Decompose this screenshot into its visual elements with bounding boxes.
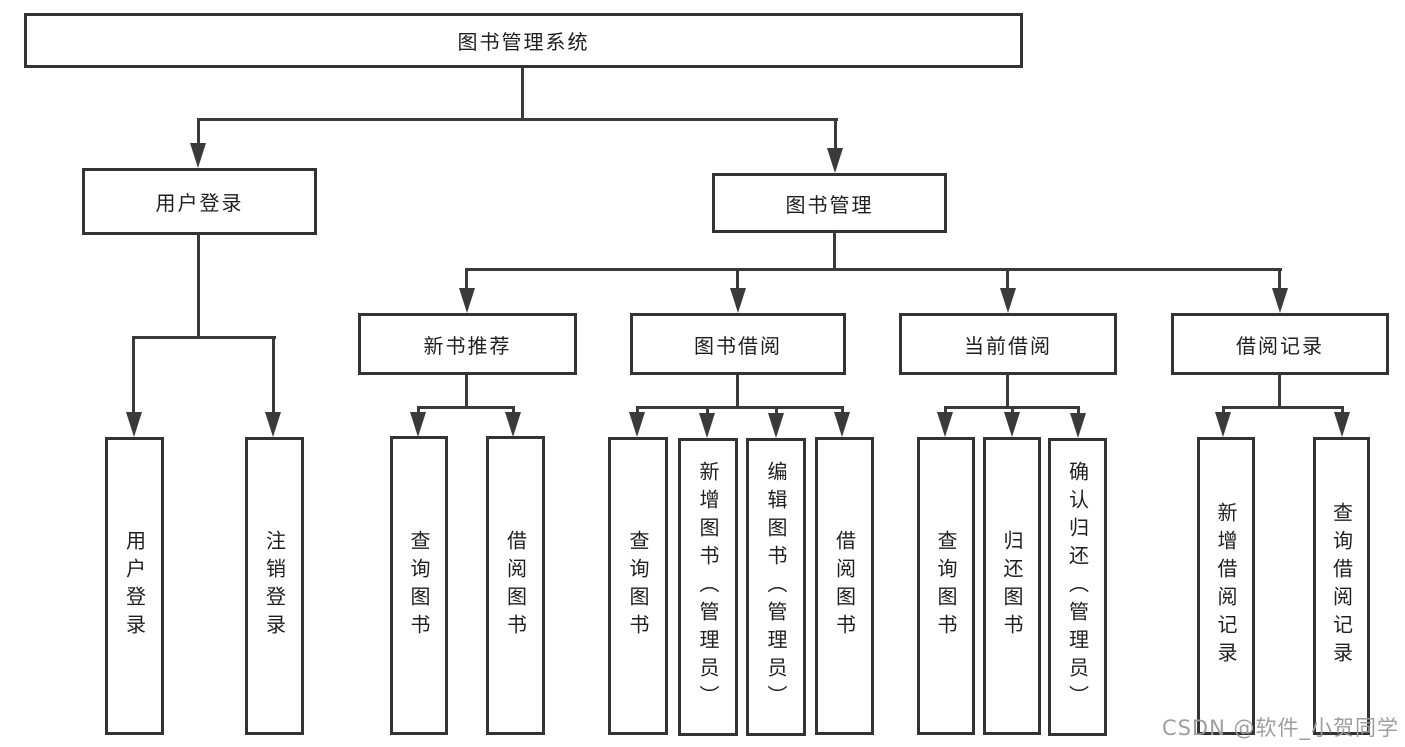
connector-line bbox=[465, 268, 468, 291]
leaf-edit-book-admin: 编辑图书（管理员） bbox=[746, 438, 806, 736]
leaf-add-book-admin: 新增图书（管理员） bbox=[678, 438, 738, 736]
connector-line bbox=[465, 375, 468, 409]
node-label: 图书借阅 bbox=[694, 333, 782, 358]
arrow-down bbox=[1070, 413, 1086, 438]
connector-line bbox=[706, 406, 709, 415]
connector-line bbox=[1006, 375, 1009, 409]
connector-line bbox=[736, 375, 739, 409]
leaf-borrow-books-recommend: 借阅图书 bbox=[486, 436, 545, 735]
connector-line bbox=[736, 268, 739, 291]
node-label: 新书推荐 bbox=[423, 333, 512, 358]
connector-line bbox=[834, 118, 837, 151]
arrow-down bbox=[190, 143, 206, 168]
node-user-login-branch: 用户登录 bbox=[82, 168, 317, 235]
node-label: 新增图书（管理员） bbox=[696, 461, 720, 713]
node-label: 查询图书 bbox=[626, 530, 650, 642]
arrow-down bbox=[834, 412, 850, 437]
connector-line bbox=[466, 268, 1282, 271]
leaf-logout: 注销登录 bbox=[245, 437, 304, 735]
node-label: 当前借阅 bbox=[964, 333, 1052, 358]
arrow-down bbox=[505, 412, 521, 437]
node-label: 用户登录 bbox=[155, 191, 244, 215]
arrow-down bbox=[1334, 412, 1350, 437]
csdn-watermark: CSDN @软件_小贺同学 bbox=[1161, 716, 1399, 740]
leaf-user-login: 用户登录 bbox=[105, 437, 164, 735]
connector-line bbox=[636, 406, 844, 409]
leaf-query-books-current: 查询图书 bbox=[917, 437, 975, 735]
arrow-down bbox=[265, 412, 281, 437]
arrow-down bbox=[937, 412, 953, 437]
connector-line bbox=[1278, 268, 1281, 291]
node-book-management: 图书管理 bbox=[712, 173, 947, 233]
arrow-down bbox=[126, 412, 142, 437]
connector-line bbox=[197, 118, 838, 121]
arrow-down bbox=[410, 412, 426, 437]
connector-line bbox=[197, 233, 200, 338]
node-label: 查询图书 bbox=[934, 530, 958, 642]
node-label: 借阅图书 bbox=[832, 530, 857, 642]
node-label: 借阅记录 bbox=[1236, 333, 1324, 358]
node-label: 用户登录 bbox=[122, 530, 147, 642]
leaf-query-borrow-record: 查询借阅记录 bbox=[1313, 437, 1370, 735]
connector-line bbox=[197, 118, 200, 146]
leaf-borrow-books-borrowing: 借阅图书 bbox=[815, 437, 874, 735]
arrow-down bbox=[1000, 288, 1016, 313]
leaf-add-borrow-record: 新增借阅记录 bbox=[1197, 437, 1255, 735]
connector-line bbox=[1278, 375, 1281, 409]
connector-line bbox=[833, 231, 836, 271]
node-label: 图书管理系统 bbox=[457, 30, 590, 54]
arrow-down bbox=[730, 288, 746, 313]
leaf-return-books: 归还图书 bbox=[983, 437, 1041, 735]
arrow-down bbox=[1004, 412, 1020, 437]
node-label: 图书管理 bbox=[785, 192, 874, 217]
node-label: 编辑图书（管理员） bbox=[764, 461, 788, 713]
node-current-borrowing: 当前借阅 bbox=[899, 313, 1117, 375]
arrow-down bbox=[827, 148, 843, 173]
connector-line bbox=[417, 406, 420, 415]
leaf-confirm-return-admin: 确认归还（管理员） bbox=[1048, 438, 1107, 736]
arrow-down bbox=[1272, 288, 1288, 313]
connector-line bbox=[272, 336, 275, 415]
node-library-management-system: 图书管理系统 bbox=[24, 13, 1023, 68]
connector-line bbox=[944, 406, 947, 415]
connector-line bbox=[1341, 406, 1344, 415]
node-label: 借阅图书 bbox=[503, 529, 528, 642]
connector-line bbox=[133, 336, 276, 339]
node-label: 归还图书 bbox=[1000, 530, 1024, 642]
node-label: 确认归还（管理员） bbox=[1065, 461, 1090, 713]
node-label: 查询借阅记录 bbox=[1329, 502, 1354, 670]
leaf-query-books-borrowing: 查询图书 bbox=[608, 437, 668, 735]
arrow-down bbox=[699, 413, 715, 438]
leaf-query-books-recommend: 查询图书 bbox=[390, 436, 448, 735]
connector-line bbox=[775, 406, 778, 415]
connector-line bbox=[512, 406, 515, 415]
connector-line bbox=[1077, 406, 1080, 415]
connector-line bbox=[1222, 406, 1225, 415]
node-new-book-recommendation: 新书推荐 bbox=[358, 313, 577, 375]
node-label: 查询图书 bbox=[407, 529, 431, 642]
connector-line bbox=[1222, 406, 1344, 409]
connector-line bbox=[636, 406, 639, 415]
connector-line bbox=[841, 406, 844, 415]
arrow-down bbox=[1215, 412, 1231, 437]
node-book-borrowing: 图书借阅 bbox=[630, 313, 846, 375]
connector-line bbox=[132, 336, 135, 415]
connector-line bbox=[521, 68, 524, 121]
node-label: 注销登录 bbox=[262, 530, 287, 642]
connector-line bbox=[1006, 268, 1009, 291]
node-borrowing-records: 借阅记录 bbox=[1171, 313, 1389, 375]
connector-line bbox=[417, 406, 515, 409]
arrow-down bbox=[629, 412, 645, 437]
arrow-down bbox=[768, 413, 784, 438]
node-label: 新增借阅记录 bbox=[1214, 502, 1238, 670]
connector-line bbox=[1011, 406, 1014, 415]
arrow-down bbox=[459, 288, 475, 313]
